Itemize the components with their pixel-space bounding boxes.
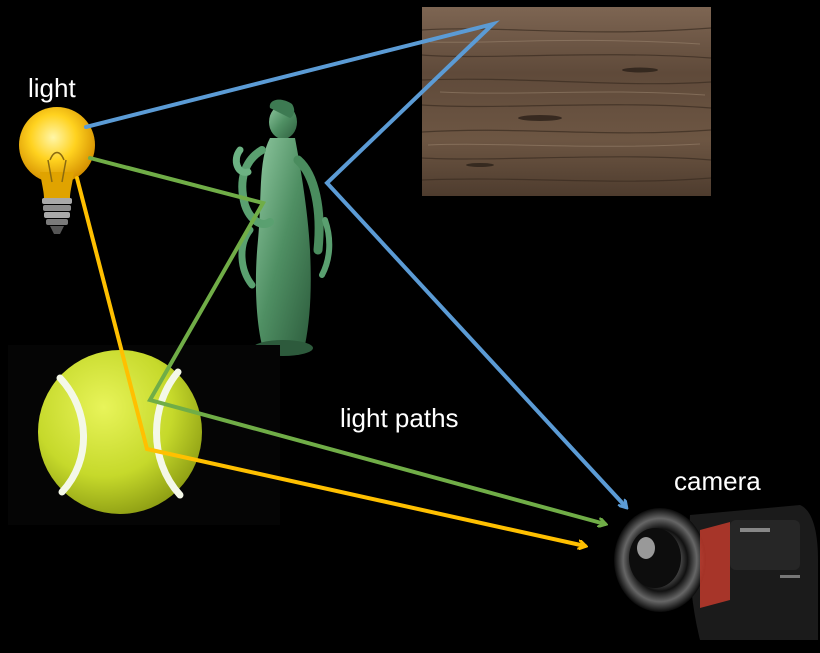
light-bulb-icon: [19, 107, 95, 234]
wood-plank-image: [422, 7, 711, 196]
camera-image: [614, 505, 818, 640]
light-label: light: [28, 75, 76, 101]
light-paths-label: light paths: [340, 405, 459, 431]
camera-label: camera: [674, 468, 761, 494]
